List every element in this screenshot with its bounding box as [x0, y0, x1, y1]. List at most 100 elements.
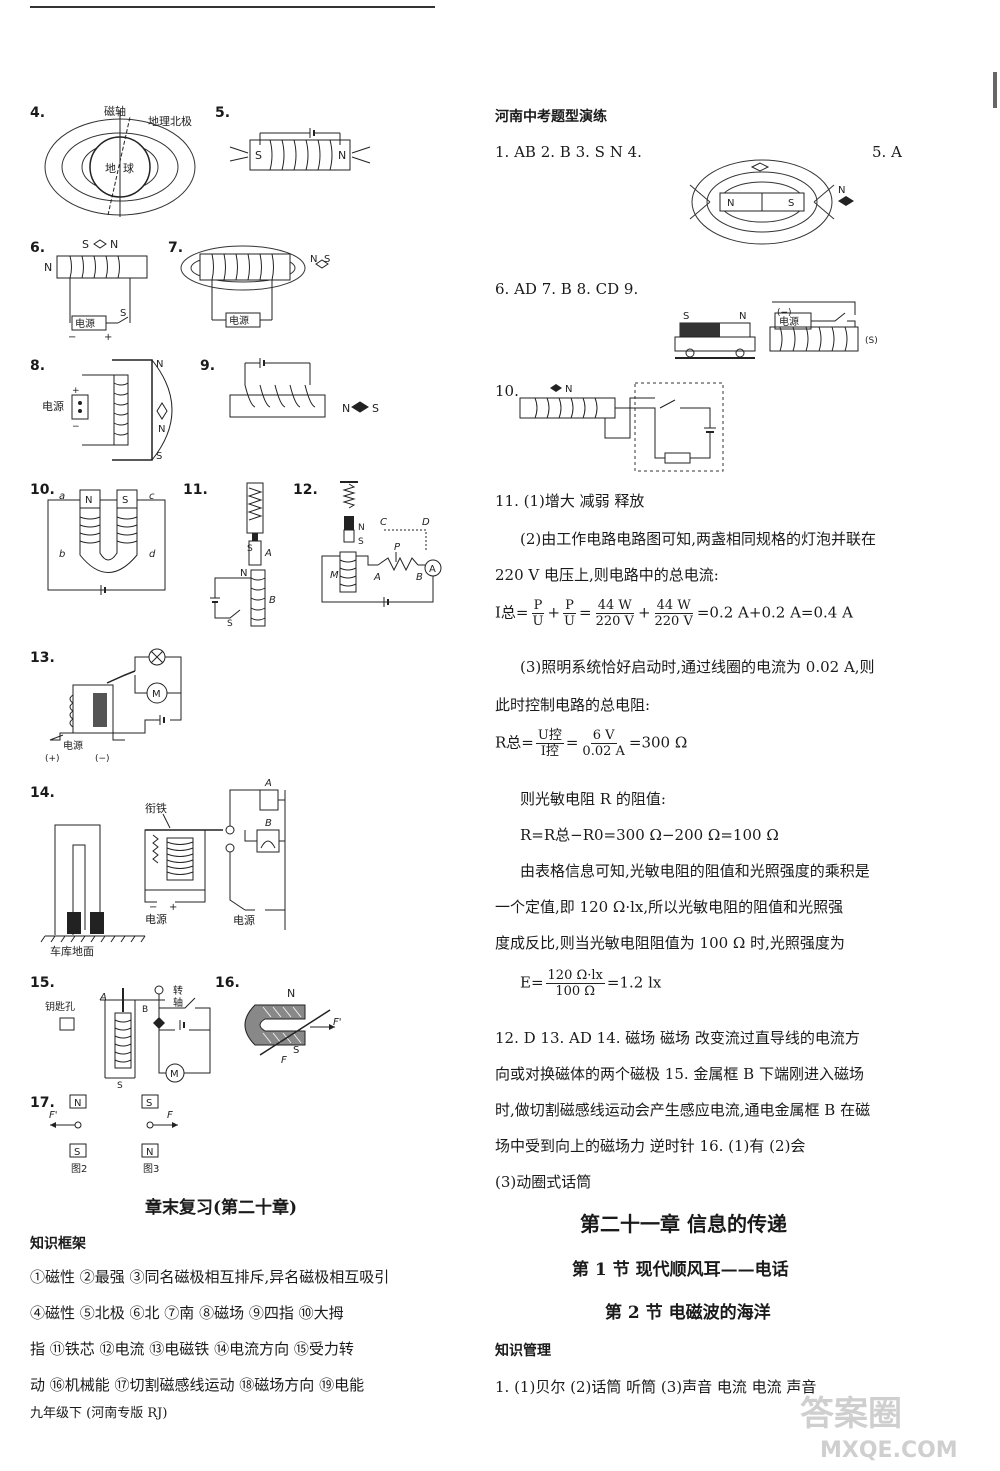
q6-circuit-figure: S N N 电源 S − +: [42, 238, 162, 343]
q13-m: M: [152, 689, 161, 700]
q5-solenoid-figure: S N: [229, 125, 371, 185]
q7-circuit-figure: N S 电源: [178, 240, 338, 335]
q11-s2: S: [227, 619, 233, 629]
q16-n: N: [287, 987, 295, 1000]
q14-a: A: [264, 778, 272, 789]
q11-spring-figure: A S N B S: [205, 478, 285, 629]
answers-15-16: 场中受到向上的磁场力 逆时针 16. (1)有 (2)会: [495, 1137, 806, 1155]
right-q4-compass-n: N: [838, 185, 845, 196]
q12-b: B: [416, 572, 423, 583]
q8-number: 8.: [30, 358, 46, 374]
q7-dianyuan: 电源: [229, 314, 249, 327]
q13-relay-figure: M 电源 (+) (−): [45, 645, 195, 765]
q14-minus: −: [149, 902, 157, 913]
q12-c: C: [380, 517, 387, 528]
watermark-line2: MXQE.COM: [820, 1438, 958, 1463]
right-q9-figure: S N (−) 电源 (S): [674, 301, 885, 380]
q8-electromagnet-figure: 电源 N N S + −: [42, 355, 202, 465]
knowledge-frame-heading: 知识框架: [30, 1236, 86, 1252]
right-q9-dianyuan: 电源: [779, 315, 799, 328]
answer-11-part2: (2)由工作电路电路图可知,两盏相同规格的灯泡并联在: [520, 530, 877, 548]
q12-d: D: [422, 517, 430, 528]
q11-n: N: [240, 568, 247, 579]
q13-plus: (+): [45, 754, 60, 764]
q14-cheku: 车库地面: [50, 944, 94, 958]
q17-s2: S: [146, 1098, 152, 1109]
top-rule: [30, 6, 435, 8]
q17-cap1: 图2: [71, 1163, 87, 1175]
q6-plus: +: [104, 332, 112, 343]
knowledge-frame-line4: 动 ⑯机械能 ⑰切割磁感线运动 ⑱磁场方向 ⑲电能: [30, 1376, 365, 1394]
q11-b: B: [269, 595, 276, 606]
q10-d: d: [149, 549, 156, 560]
equation-photoresistor: R=R总−R0=300 Ω−200 Ω=100 Ω: [520, 826, 779, 844]
q16-number: 16.: [215, 975, 240, 991]
answer-11-part2b: 220 V 电压上,则电路中的总电流:: [495, 566, 719, 584]
q9-s: S: [372, 402, 379, 415]
q13-number: 13.: [30, 650, 55, 666]
page-footer: 九年级下 (河南专版 RJ): [30, 1406, 168, 1421]
answer-11-table-line2: 一个定值,即 120 Ω·lx,所以光敏电阻的阻值和光照强: [495, 898, 844, 916]
q15-yaoshikong: 钥匙孔: [45, 1000, 75, 1013]
q5-s: S: [255, 149, 262, 162]
q10-b: b: [59, 549, 65, 560]
answer-10-label: 10.: [495, 382, 519, 400]
q15-number: 15.: [30, 975, 55, 991]
watermark-line1: 答案圈: [800, 1394, 902, 1434]
q5-n: N: [338, 149, 346, 162]
q12-n: N: [358, 523, 365, 533]
q15-a: A: [99, 992, 107, 1003]
q12-circuit-figure: N S M C D P A B A: [318, 480, 443, 610]
answer-11-part3b: 此时控制电路的总电阻:: [495, 696, 651, 714]
q17-number: 17.: [30, 1095, 55, 1111]
q15-zhou: 轴: [173, 996, 183, 1009]
q4-number: 4.: [30, 105, 46, 121]
right-q10-figure: N: [519, 378, 730, 478]
q17-n2: N: [146, 1147, 153, 1158]
q8-n-mid: N: [158, 424, 165, 435]
knowledge-frame-line2: ④磁性 ⑤北极 ⑥北 ⑦南 ⑧磁场 ⑨四指 ⑩大拇: [30, 1304, 344, 1322]
q16-magnet-figure: N F' S F: [235, 985, 345, 1066]
answer-15-cont: 时,做切割磁感线运动会产生感应电流,通电金属框 B 在磁: [495, 1101, 871, 1119]
answer-11-table-line3: 度成反比,则当光敏电阻阻值为 100 Ω 时,光照强度为: [495, 934, 845, 952]
q12-meter: A: [429, 564, 436, 575]
right-q4-field-figure: N S N: [689, 155, 865, 260]
section-1-title: 第 1 节 现代顺风耳——电话: [572, 1260, 789, 1280]
q16-s: S: [293, 1045, 299, 1056]
q14-number: 14.: [30, 785, 55, 801]
q15-key-relay-figure: 钥匙孔 A B 转 轴 M S: [45, 978, 215, 1091]
knowledge-management-heading: 知识管理: [495, 1343, 551, 1359]
right-q9-s-label: (S): [865, 336, 878, 346]
q10-a: a: [59, 491, 65, 502]
edge-mark: [993, 72, 997, 108]
section-2-title: 第 2 节 电磁波的海洋: [605, 1303, 771, 1323]
q15-s: S: [117, 1081, 123, 1091]
q11-number: 11.: [183, 482, 208, 498]
q14-plus: +: [169, 902, 177, 913]
q17-f1: F': [49, 1110, 58, 1121]
answer-16-3: (3)动圈式话筒: [495, 1173, 592, 1191]
right-q4-s: S: [788, 198, 794, 209]
answers-1-4: 1. AB 2. B 3. S N 4.: [495, 143, 642, 161]
q4-qiu: 球: [123, 161, 134, 175]
q15-m: M: [170, 1069, 179, 1080]
q12-number: 12.: [293, 482, 318, 498]
q13-minus: (−): [95, 754, 110, 764]
q5-number: 5.: [215, 105, 231, 121]
knowledge-frame-line1: ①磁性 ②最强 ③同名磁极相互排斥,异名磁极相互吸引: [30, 1268, 390, 1286]
answer-5: 5. A: [872, 143, 902, 161]
q4-dilibeiji: 地理北极: [148, 114, 192, 128]
q7-s: S: [324, 254, 330, 265]
q8-plus: +: [72, 386, 80, 396]
q6-s: S: [82, 238, 89, 251]
section-title: 河南中考题型演练: [495, 109, 607, 125]
q9-number: 9.: [200, 358, 216, 374]
q17-s1: S: [74, 1147, 80, 1158]
q17-f2: F: [167, 1110, 173, 1121]
q14-dianyuan1: 电源: [145, 912, 167, 926]
q4-cizhou: 磁轴: [104, 104, 126, 118]
site-watermark: 答案圈 MXQE.COM: [760, 1385, 990, 1465]
q10-u-magnet-figure: N S a c b d: [45, 485, 170, 595]
